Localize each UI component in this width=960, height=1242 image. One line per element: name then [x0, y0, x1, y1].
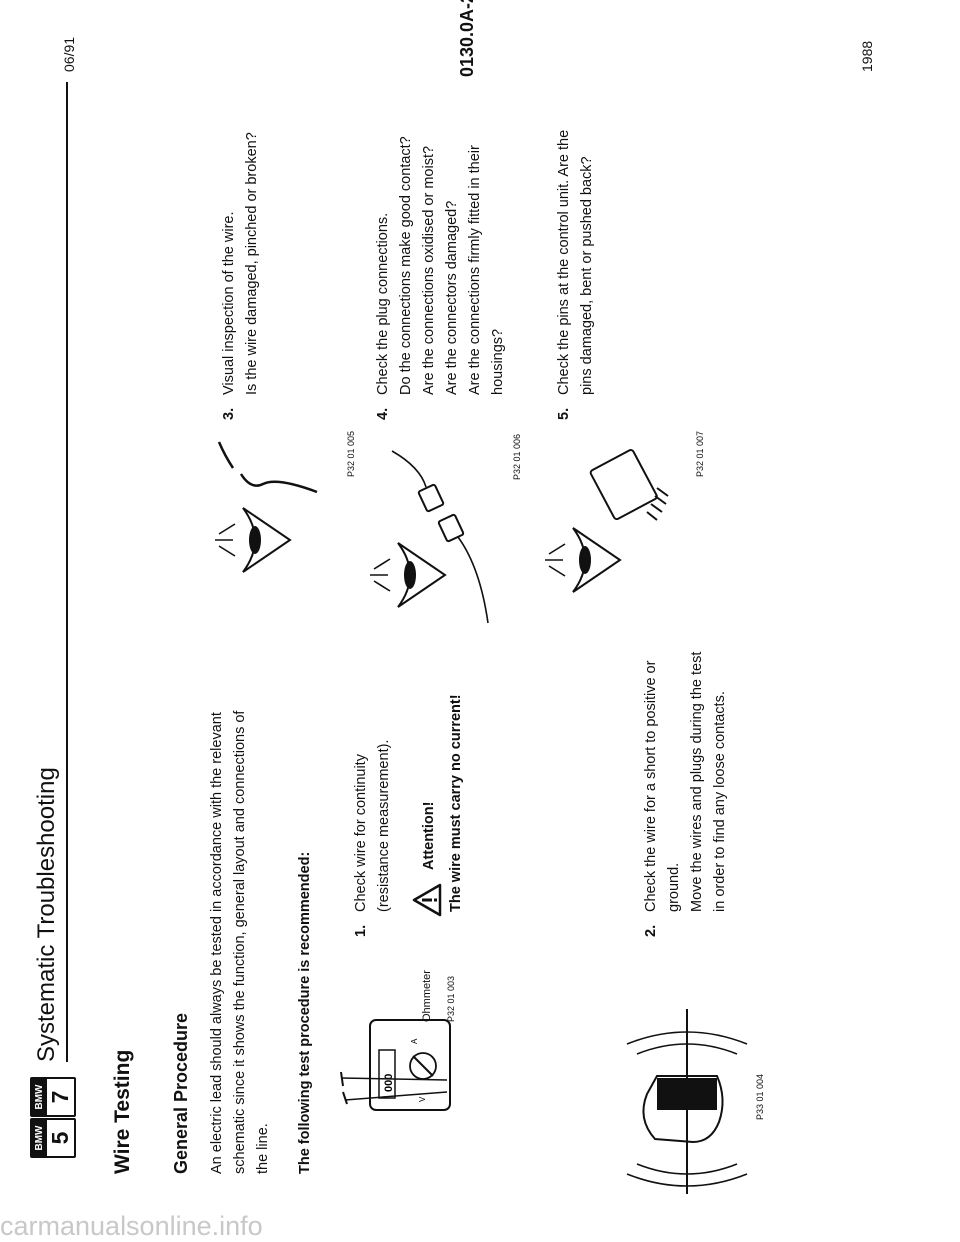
step-number: 4. [375, 407, 391, 420]
attention-label: Attention! [421, 801, 437, 870]
step-number: 2. [643, 924, 659, 937]
figure-caption: P32 01 003 [446, 975, 456, 1022]
header-year: 1988 [859, 40, 875, 72]
step-number: 1. [353, 924, 369, 937]
svg-text:A: A [410, 1038, 419, 1044]
header-date: 06/91 [61, 36, 77, 72]
figure-caption: P32 01 007 [695, 430, 705, 477]
logo-number: 5 [47, 1131, 73, 1145]
step-line: pins damaged, bent or pushed back? [579, 156, 595, 395]
step-line: Check the plug connections. [375, 212, 391, 395]
svg-text:000: 000 [383, 1074, 395, 1092]
eye-wire-illustration [215, 441, 318, 573]
warning-icon [412, 883, 442, 917]
logo-brand: BMW [32, 1079, 47, 1115]
step-line: Check the wire for a short to positive o… [643, 660, 659, 912]
section-title: Systematic Troubleshooting [33, 767, 60, 1062]
svg-text:V: V [418, 1096, 427, 1102]
step-line: ground. [666, 862, 682, 912]
general-paragraph-line: An electric lead should always be tested… [209, 712, 225, 1174]
general-heading: General Procedure [171, 1012, 191, 1174]
step-line: Are the connections firmly fitted in the… [467, 145, 483, 395]
eye-control-unit-illustration [545, 449, 669, 593]
step-line: Check wire for continuity [353, 754, 369, 912]
attention-text: The wire must carry no current! [448, 694, 464, 912]
figure-caption: P33 01 004 [755, 1073, 765, 1120]
figure-caption: P32 01 006 [512, 433, 522, 480]
recommend-text: The following test procedure is recommen… [297, 851, 313, 1174]
step-line: Are the connectors damaged? [444, 200, 460, 395]
watermark-text: carmanualsonline.info [0, 1211, 263, 1241]
bmw-logo-7: BMW 7 [30, 1077, 76, 1117]
step-number: 3. [221, 407, 237, 420]
ohmmeter-illustration: 000 V A [340, 1019, 451, 1111]
step-line: Do the connections make good contact? [398, 136, 414, 395]
logo-number: 7 [47, 1090, 73, 1104]
step-line: in order to find any loose contacts. [712, 691, 728, 912]
eye-plug-illustration [370, 450, 489, 624]
general-paragraph-line: the line. [255, 1123, 271, 1174]
figure-caption: P32 01 005 [346, 430, 356, 477]
header-code: 0130.0A-2 [457, 0, 477, 77]
step-line: Check the pins at the control unit. Are … [556, 129, 572, 395]
step-line: housings? [490, 328, 506, 395]
step-line: Are the connections oxidised or moist? [421, 145, 437, 395]
bmw-logo-5: BMW 5 [30, 1118, 76, 1158]
general-paragraph-line: schematic since it shows the function, g… [232, 710, 248, 1174]
page-title: Wire Testing [111, 1049, 134, 1174]
step-line: Visual inspection of the wire. [221, 211, 237, 395]
header-rule [66, 82, 68, 1062]
step-line: Move the wires and plugs during the test [689, 651, 705, 912]
hand-wire-illustration [626, 1009, 748, 1194]
step-line: Is the wire damaged, pinched or broken? [244, 132, 260, 395]
step-line: (resistance measurement). [376, 739, 392, 912]
ohmmeter-label: Ohmmeter [421, 970, 433, 1022]
logo-brand: BMW [32, 1120, 47, 1156]
step-number: 5. [556, 407, 572, 420]
